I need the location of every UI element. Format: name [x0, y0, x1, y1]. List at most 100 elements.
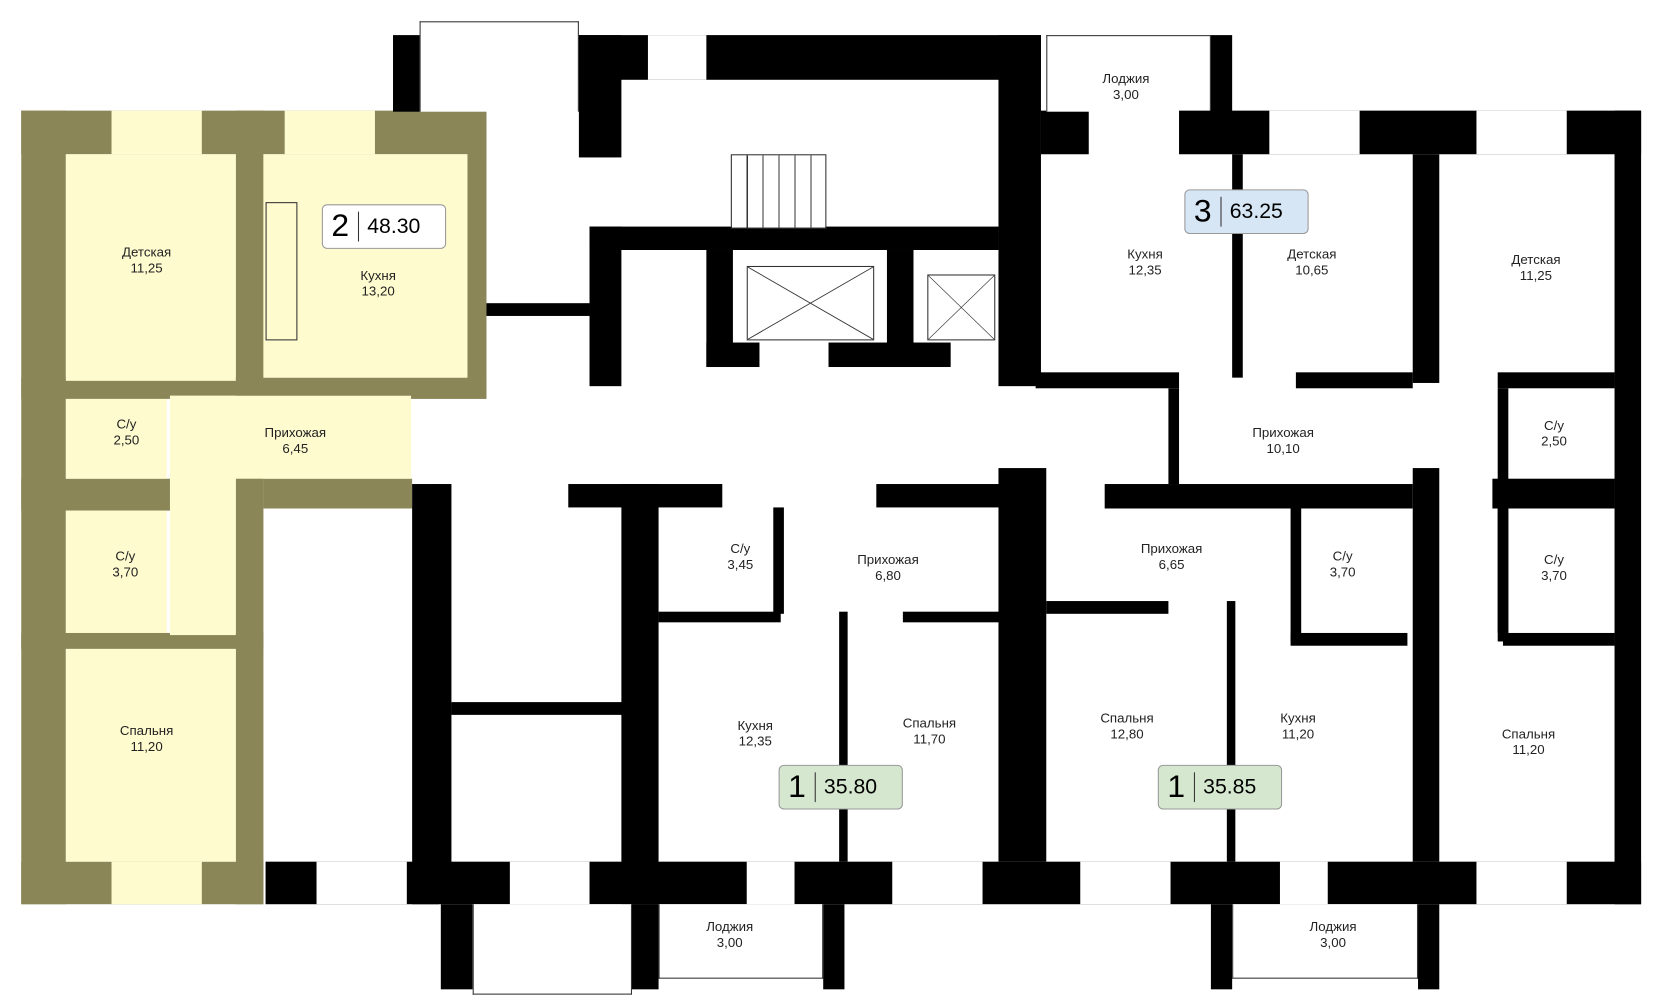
window	[284, 110, 375, 155]
wall	[1412, 154, 1440, 383]
wall	[1290, 508, 1302, 642]
wall	[632, 904, 659, 990]
apartment-2-walls	[467, 110, 487, 396]
wall	[578, 35, 622, 158]
room-detskaya[interactable]	[65, 154, 236, 381]
apartment-area: 35.85	[1203, 774, 1257, 799]
balcony-outline	[472, 904, 633, 995]
wall	[1614, 110, 1642, 905]
wall	[1226, 601, 1236, 862]
wall	[658, 611, 781, 623]
window	[316, 861, 407, 905]
wall	[1492, 478, 1615, 509]
rooms-count: 2	[331, 210, 359, 242]
wall	[1290, 632, 1408, 646]
wall	[1497, 372, 1615, 389]
stairs	[730, 154, 827, 229]
wall	[621, 484, 659, 905]
wall	[1035, 372, 1180, 389]
apartment-2-walls	[21, 377, 487, 399]
apartment-area: 63.25	[1229, 199, 1283, 223]
window	[1476, 861, 1567, 905]
window	[1080, 861, 1171, 905]
room-kitchen[interactable]	[263, 154, 468, 378]
elevator-shaft	[746, 265, 875, 341]
wall	[589, 226, 622, 387]
wall	[393, 35, 420, 112]
kitchen-counter	[265, 202, 298, 341]
apartment-2-walls	[21, 478, 189, 511]
room-bedroom[interactable]	[65, 648, 236, 862]
window	[1476, 110, 1567, 155]
window	[509, 861, 590, 905]
room-bathroom[interactable]	[65, 398, 167, 479]
wall	[998, 468, 1047, 862]
window	[746, 861, 795, 905]
wall	[1232, 154, 1243, 378]
wall	[998, 35, 1041, 387]
loggia-outline	[1046, 35, 1211, 112]
wall	[1418, 904, 1440, 990]
wall	[1168, 388, 1180, 485]
room-bathroom[interactable]	[65, 510, 167, 633]
wall	[1210, 904, 1233, 990]
window	[111, 110, 202, 155]
wall	[839, 611, 848, 862]
wall	[435, 484, 452, 867]
rooms-count: 1	[1167, 771, 1195, 803]
room-hallway	[169, 395, 236, 636]
rooms-count: 3	[1194, 195, 1222, 227]
wall	[1040, 110, 1089, 155]
wall	[1046, 601, 1169, 614]
wall	[1412, 468, 1440, 862]
apartment-2-walls	[263, 478, 413, 509]
elevator-shaft	[927, 274, 996, 341]
wall	[902, 611, 1020, 623]
wall	[1210, 35, 1233, 112]
window	[111, 861, 202, 905]
loggia-outline	[658, 904, 824, 979]
wall	[589, 226, 999, 250]
window	[1279, 861, 1328, 905]
wall	[773, 507, 784, 614]
window	[1269, 110, 1360, 155]
window	[892, 861, 983, 905]
wall	[1503, 632, 1615, 646]
rooms-count: 1	[788, 771, 816, 803]
wall	[451, 702, 627, 715]
apartment-2-walls	[21, 632, 264, 649]
wall	[1179, 110, 1642, 155]
wall	[1497, 508, 1509, 642]
balcony-outline	[419, 21, 579, 112]
wall	[706, 342, 760, 368]
wall	[1295, 372, 1413, 389]
wall	[486, 303, 590, 316]
loggia-outline	[1232, 904, 1419, 979]
